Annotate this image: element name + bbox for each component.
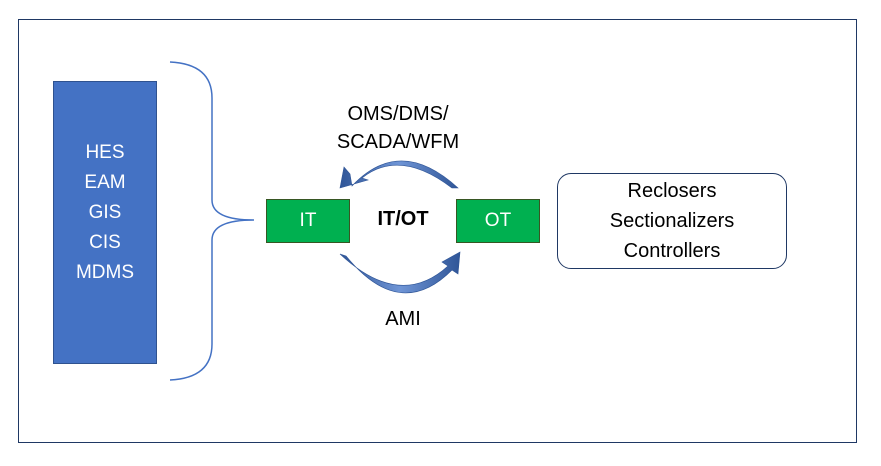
- top-cycle-line: OMS/DMS/: [347, 103, 449, 125]
- top-cycle-line: SCADA/WFM: [336, 131, 460, 153]
- it-ot-label: IT/OT: [377, 208, 429, 230]
- device-item: Controllers: [623, 240, 721, 262]
- system-item: GIS: [88, 201, 122, 223]
- device-item: Reclosers: [627, 180, 717, 202]
- ot-devices-box: Reclosers Sectionalizers Controllers: [557, 173, 787, 269]
- top-cycle-label: OMS/DMS/ SCADA/WFM: [318, 100, 478, 156]
- device-item: Sectionalizers: [609, 210, 735, 232]
- ot-box: OT: [456, 199, 540, 243]
- it-systems-box: HES EAM GIS CIS MDMS: [53, 81, 157, 364]
- it-box: IT: [266, 199, 350, 243]
- system-item: MDMS: [75, 261, 135, 283]
- system-item: EAM: [84, 171, 126, 193]
- system-item: CIS: [89, 231, 121, 253]
- system-item: HES: [85, 141, 125, 163]
- bottom-cycle-label: AMI: [385, 308, 421, 330]
